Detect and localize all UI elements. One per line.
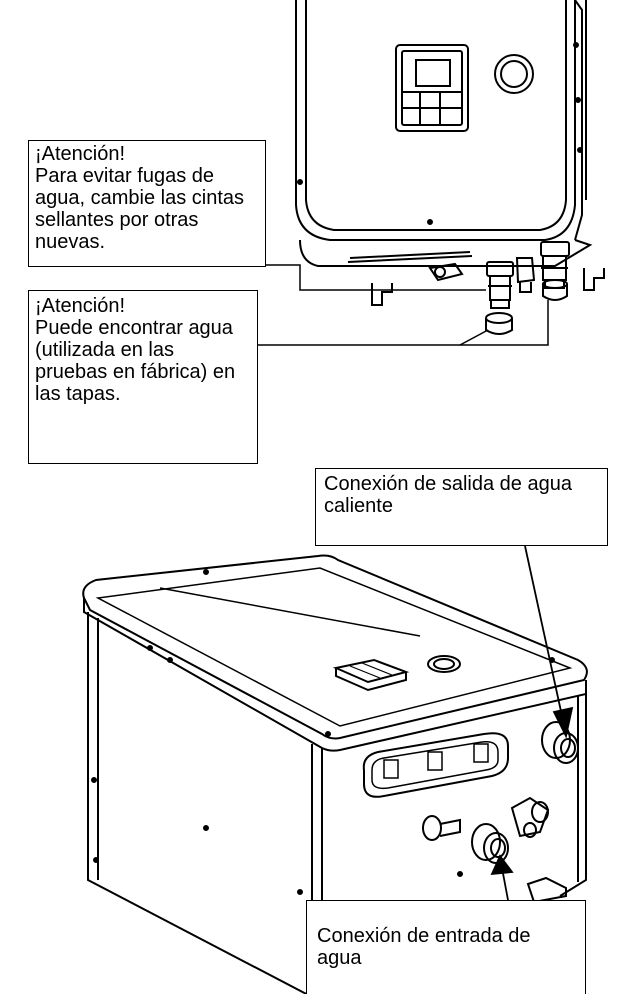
cap-warning-title: ¡Atención! <box>35 295 126 317</box>
lower-heater-illustration <box>82 554 588 994</box>
hot-water-outlet-label: Conexión de salida de agua caliente <box>324 473 572 517</box>
upper-heater-illustration <box>258 0 605 346</box>
cap-warning-text: Puede encontrar agua (utilizada en las p… <box>35 317 236 405</box>
seal-warning-text: Para evitar fugas de agua, cambie las ci… <box>35 165 245 253</box>
leader-arrows <box>490 545 574 901</box>
hot-water-outlet-callout: Conexión de salida de agua caliente <box>315 468 608 546</box>
water-inlet-label: Conexión de entrada de agua <box>317 925 531 969</box>
water-inlet-callout: Conexión de entrada de agua <box>306 900 586 994</box>
cap-warning-callout: ¡Atención! Puede encontrar agua (utiliza… <box>28 290 258 464</box>
seal-warning-title: ¡Atención! <box>35 143 126 165</box>
seal-warning-callout: ¡Atención! Para evitar fugas de agua, ca… <box>28 140 266 267</box>
